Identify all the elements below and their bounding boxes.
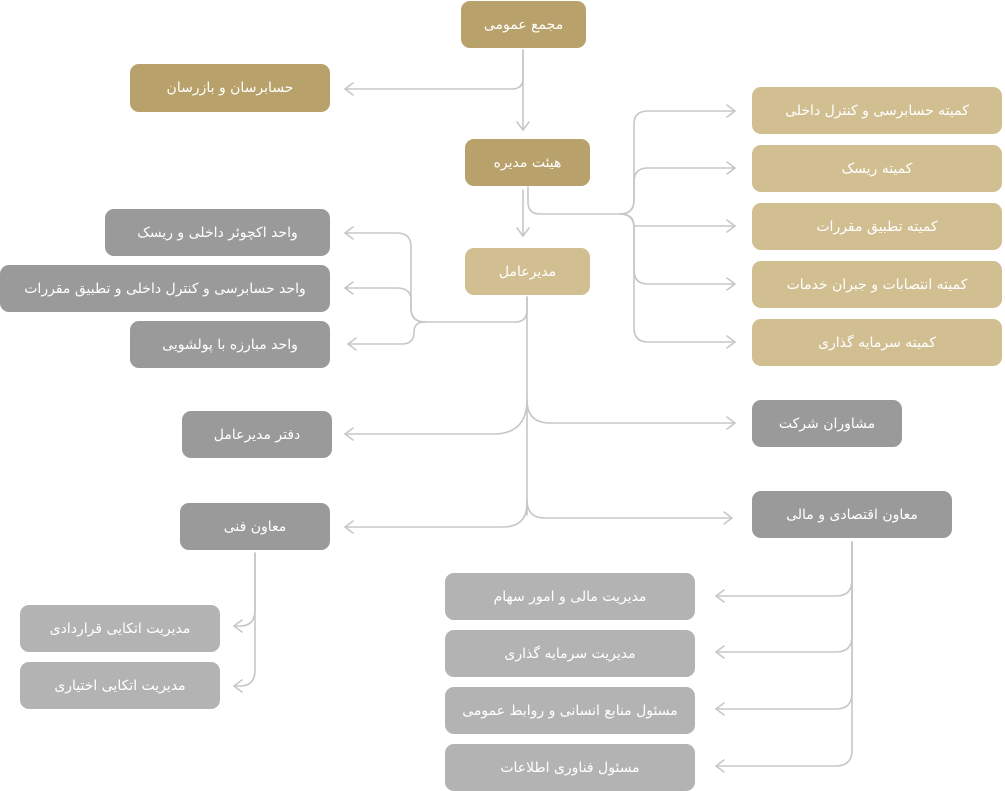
arrow-board bbox=[516, 121, 530, 131]
arrow-fin-dept-4 bbox=[715, 759, 725, 773]
connector-finance-deputy bbox=[526, 499, 733, 519]
connector-fin-dept-1 bbox=[715, 541, 853, 597]
node-tech-dept-facultative: مدیریت اتکایی اختیاری bbox=[20, 662, 220, 709]
arrow-ceo bbox=[516, 227, 530, 237]
connector-fin-dept-2 bbox=[715, 541, 853, 653]
connector-fin-dept-4 bbox=[715, 541, 853, 767]
arrow-unit-1 bbox=[344, 226, 354, 240]
connector-ceo-office bbox=[344, 399, 528, 435]
arrow-committee-2 bbox=[726, 161, 736, 175]
connector-tech-dept-1 bbox=[233, 552, 256, 627]
arrow-unit-3 bbox=[347, 337, 357, 351]
node-ceo: مدیرعامل bbox=[465, 248, 590, 295]
connector-technical-deputy bbox=[344, 502, 528, 528]
node-finance-deputy: معاون اقتصادی و مالی bbox=[752, 491, 952, 538]
node-general-assembly: مجمع عمومی bbox=[461, 1, 586, 48]
node-technical-deputy: معاون فنی bbox=[180, 503, 330, 550]
connector-committee-3 bbox=[619, 213, 736, 227]
node-tech-dept-treaty: مدیریت اتکایی قراردادی bbox=[20, 605, 220, 652]
node-committee-audit: کمیته حسابرسی و کنترل داخلی bbox=[752, 87, 1002, 134]
node-fin-dept-finance-shares: مدیریت مالی و امور سهام bbox=[445, 573, 695, 620]
arrow-committee-4 bbox=[726, 277, 736, 291]
node-committee-risk: کمیته ریسک bbox=[752, 145, 1002, 192]
connector-fin-dept-3 bbox=[715, 541, 853, 710]
arrow-fin-dept-3 bbox=[715, 702, 725, 716]
connector-committee-5 bbox=[619, 213, 736, 343]
node-unit-aml: واحد مبارزه با پولشویی bbox=[130, 321, 330, 368]
arrow-ceo-office bbox=[344, 427, 354, 441]
arrow-committee-3 bbox=[726, 219, 736, 233]
connector-advisors bbox=[526, 399, 736, 424]
node-unit-audit-compliance: واحد حسابرسی و کنترل داخلی و تطبیق مقررا… bbox=[0, 265, 330, 312]
arrow-technical-deputy bbox=[344, 520, 354, 534]
arrow-committee-1 bbox=[726, 104, 736, 118]
node-ceo-office: دفتر مدیرعامل bbox=[182, 411, 332, 458]
connector-unit-1 bbox=[344, 232, 426, 323]
connector-committee-1 bbox=[619, 110, 736, 215]
node-unit-actuary-risk: واحد اکچوئر داخلی و ریسک bbox=[105, 209, 330, 256]
node-auditors: حسابرسان و بازرسان bbox=[130, 64, 330, 112]
arrow-fin-dept-2 bbox=[715, 645, 725, 659]
node-committee-nominations: کمیته انتصابات و جبران خدمات bbox=[752, 261, 1002, 308]
node-committee-investment: کمیته سرمایه گذاری bbox=[752, 319, 1002, 366]
connector-tech-dept-2 bbox=[233, 552, 256, 687]
connector-assembly-auditors bbox=[344, 49, 524, 90]
arrow-tech-dept-2 bbox=[233, 679, 243, 693]
connector-ceo-units-trunk bbox=[424, 296, 528, 323]
arrow-auditors bbox=[344, 82, 354, 96]
connector-unit-2 bbox=[344, 287, 426, 323]
node-fin-dept-it: مسئول فناوری اطلاعات bbox=[445, 744, 695, 791]
node-fin-dept-hr-pr: مسئول منابع انسانی و روابط عمومی bbox=[445, 687, 695, 734]
arrow-unit-2 bbox=[344, 281, 354, 295]
node-committee-compliance: کمیته تطبیق مقررات bbox=[752, 203, 1002, 250]
arrow-committee-5 bbox=[726, 335, 736, 349]
arrow-fin-dept-1 bbox=[715, 589, 725, 603]
node-board: هیئت مدیره bbox=[465, 139, 590, 186]
node-fin-dept-investment: مدیریت سرمایه گذاری bbox=[445, 630, 695, 677]
connector-board-trunk bbox=[527, 186, 621, 215]
arrow-advisors bbox=[726, 416, 736, 430]
arrow-finance-deputy bbox=[723, 511, 733, 525]
node-advisors: مشاوران شرکت bbox=[752, 400, 902, 447]
connector-committee-4 bbox=[619, 213, 736, 285]
connector-committee-2 bbox=[619, 167, 736, 215]
connector-unit-3 bbox=[347, 321, 426, 345]
arrow-tech-dept-1 bbox=[233, 619, 243, 633]
